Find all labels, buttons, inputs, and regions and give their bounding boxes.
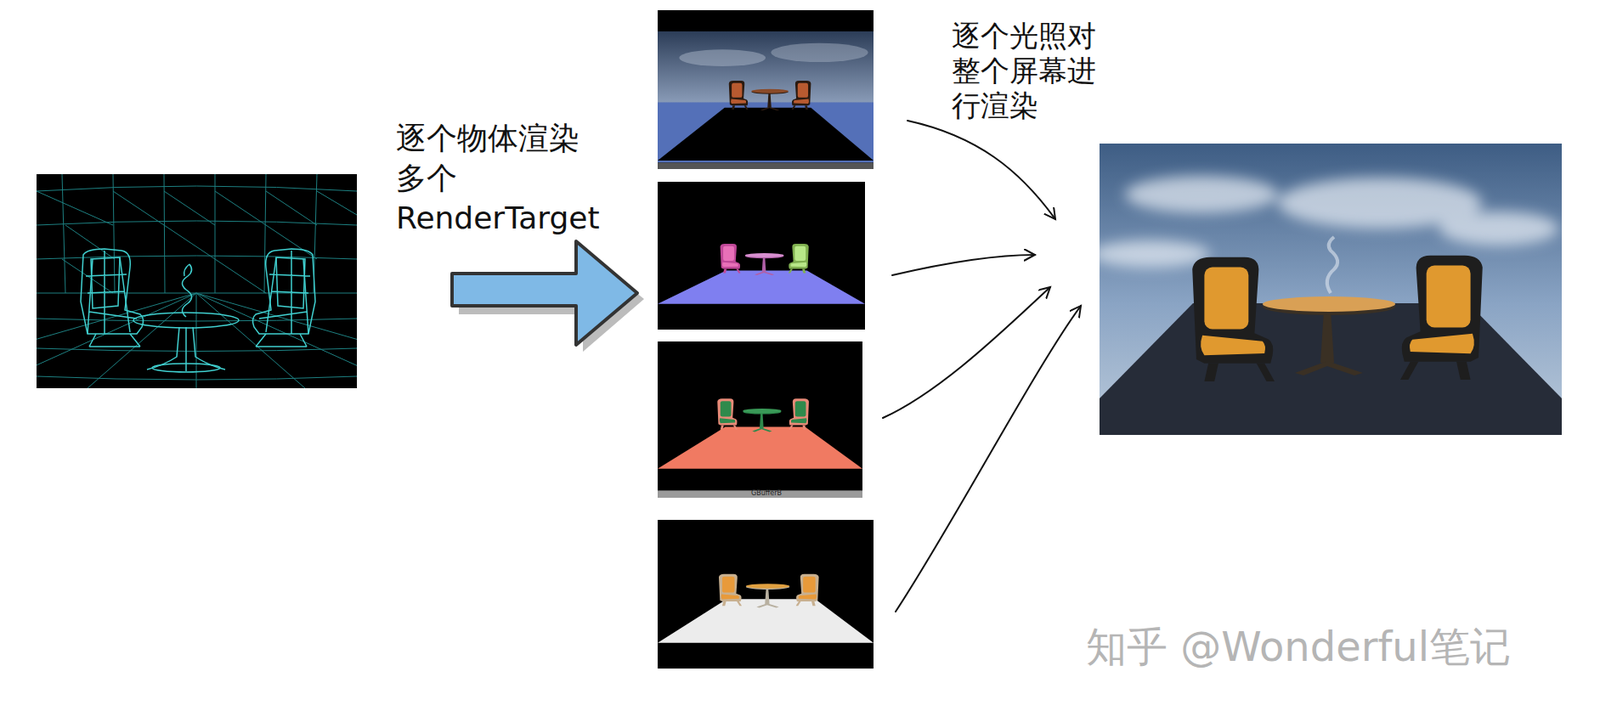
gbuffer-image-part (770, 43, 868, 63)
gbuffer-image-part (657, 181, 866, 330)
final-image-part-part (1125, 175, 1278, 214)
gbuffer-image (657, 181, 866, 330)
gbuffer-image-part-part (791, 80, 811, 110)
final-image-part (1099, 143, 1562, 436)
gbuffer-image (657, 520, 874, 669)
gbuffer-image-part (717, 398, 738, 430)
gbuffer-image-part (788, 398, 809, 430)
final-image-part-part (1091, 240, 1210, 268)
gbuffer-image-part (720, 243, 741, 274)
gbuffer-image-part (678, 49, 766, 67)
wireframe-image-part-part (252, 248, 316, 347)
gbuffer-image-part (657, 520, 874, 669)
gbuffer-image-part-part (796, 574, 820, 607)
gbuffer-image-part (729, 80, 749, 110)
wireframe-image-part-part (181, 264, 192, 317)
big-arrow (452, 241, 645, 352)
gbuffer-image-part-part (788, 243, 809, 274)
final-image (1091, 143, 1562, 436)
gbuffer-image (657, 10, 874, 170)
gbuffer-image (657, 341, 863, 498)
gbuffer-image-part (657, 10, 874, 170)
big-arrow-part (452, 241, 638, 345)
gbuffer-image-part (657, 427, 863, 470)
watermark: 知乎 @Wonderful笔记 (1085, 622, 1511, 673)
final-image-part (1091, 175, 1559, 268)
gbuffer-image-part (746, 583, 791, 608)
handwritten-note: 逐个光照对 整个屏幕进 行渲染 (951, 18, 1097, 123)
final-image-part (1262, 296, 1396, 376)
buffer-name: GBufferB (751, 489, 782, 498)
handwritten-note: 逐个物体渲染 多个 RenderTarget (395, 118, 600, 238)
gbuffer-image-part (742, 408, 781, 432)
wireframe-image-part-part (0, 293, 527, 389)
gbuffer-image-part (657, 599, 874, 643)
hand-arrow-part (895, 305, 1081, 612)
gbuffer-image-part (657, 101, 874, 163)
wireframe-image-part (133, 264, 239, 373)
final-image-part-part (1439, 211, 1559, 246)
hand-arrow-part (882, 287, 1051, 419)
gbuffer-image-part (657, 163, 874, 170)
gbuffer-image-part (796, 574, 820, 607)
wireframe-image-part (252, 248, 316, 347)
gbuffer-image-part (657, 107, 874, 161)
wireframe-image-part-part (146, 327, 226, 372)
final-image-part-part (1400, 255, 1483, 380)
gbuffer-image-part (718, 574, 742, 607)
gbuffer-image-part (657, 341, 863, 498)
wireframe-image-part-part (152, 363, 221, 373)
hand-arrow-part (892, 254, 1035, 276)
final-image-part (1327, 237, 1338, 294)
gbuffer-image-part (751, 89, 789, 112)
gbuffer-image-part-part (788, 398, 809, 430)
gbuffer-image-part (788, 243, 809, 274)
hand-arrow (882, 120, 1081, 612)
final-image-part (1192, 257, 1275, 382)
hand-arrow-part (907, 120, 1056, 220)
wireframe-image-part-part (133, 312, 239, 328)
final-image-part (1400, 255, 1483, 380)
gbuffer-image-part (657, 270, 866, 304)
gbuffer-image-part (791, 80, 811, 110)
wireframe-image-part (80, 248, 144, 347)
gbuffer-image-part (745, 253, 785, 276)
wireframe-image-part-part (36, 191, 357, 294)
